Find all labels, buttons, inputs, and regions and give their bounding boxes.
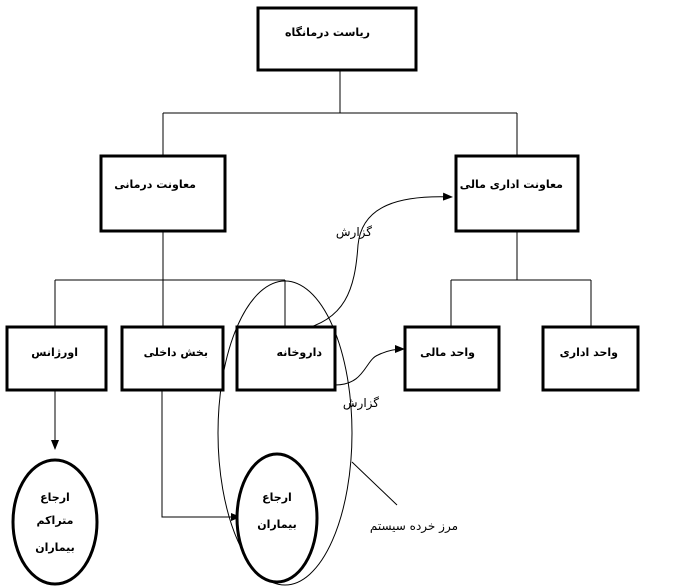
cumulative-referral-line-3: بیماران	[35, 541, 75, 554]
subsystem-boundary-ellipse	[217, 280, 353, 586]
box-emergency: اورژانس	[5, 325, 108, 392]
box-finance-unit: واحد مالی	[403, 325, 501, 392]
box-head: ریاست درمانگاه	[256, 6, 418, 72]
box-finance-unit-label: واحد مالی	[420, 346, 475, 359]
patient-referral-line-2: بیماران	[257, 518, 297, 531]
cumulative-referral-line-2: متراکم	[37, 514, 74, 527]
boundary-pointer-line	[351, 461, 398, 506]
box-internal-ward: بخش داخلی	[120, 325, 225, 392]
box-admin-finance-deputy-label: معاونت اداری مالی	[460, 178, 563, 191]
report-label-top: گزارش	[336, 225, 372, 240]
patient-referral-line-1: ارجاع	[262, 491, 292, 504]
box-admin-finance-deputy: معاونت اداری مالی	[454, 154, 580, 233]
box-admin-unit: واحد اداری	[541, 325, 640, 392]
report-label-bottom: گزارش	[343, 396, 379, 411]
box-head-label: ریاست درمانگاه	[285, 26, 370, 39]
report-arrow-to-finance-unit	[334, 345, 405, 386]
connector-lines	[51, 70, 592, 521]
subsystem-boundary-label: مرز خرده سیستم	[370, 519, 458, 534]
box-medical-deputy: معاونت درمانی	[99, 154, 227, 233]
box-pharmacy-label: داروخانه	[277, 346, 323, 359]
box-emergency-label: اورژانس	[31, 346, 78, 359]
circle-cumulative-referral: ارجاع متراکم بیماران	[11, 458, 99, 586]
box-internal-ward-label: بخش داخلی	[144, 346, 208, 359]
circle-patient-referral: ارجاع بیماران	[235, 452, 319, 584]
cumulative-referral-line-1: ارجاع	[40, 491, 70, 504]
box-medical-deputy-label: معاونت درمانی	[114, 178, 196, 191]
box-pharmacy: داروخانه	[235, 325, 337, 392]
report-arrow-to-admin-finance	[299, 192, 453, 331]
box-admin-unit-label: واحد اداری	[560, 346, 618, 359]
